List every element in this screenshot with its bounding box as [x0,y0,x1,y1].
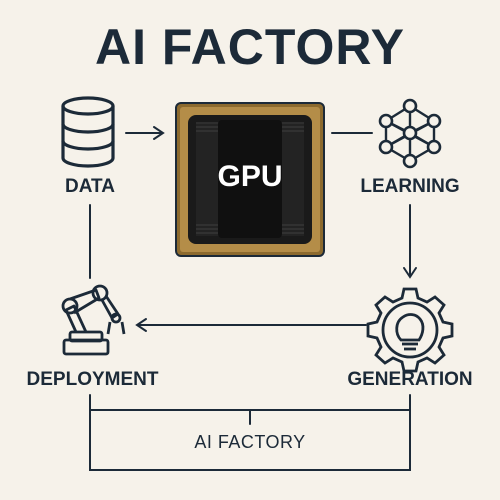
bottom-bracket [89,394,411,471]
generation-label: GENERATION [347,369,473,390]
database-icon [61,96,115,168]
learning-label: LEARNING [360,176,460,197]
arrowhead-generation-to-deployment [135,318,147,332]
robot-arm-icon [61,284,126,356]
footer-label: AI FACTORY [194,432,306,452]
diagram-title: AI FACTORY [94,19,406,75]
gear-lightbulb-icon [366,287,454,373]
gpu-label: GPU [217,160,283,193]
arrowhead-data-to-gpu [153,126,165,140]
gpu-chip-icon [175,102,325,257]
deployment-label: DEPLOYMENT [26,369,159,390]
arrowhead-learning-to-generation [403,267,417,279]
data-label: DATA [65,176,115,197]
